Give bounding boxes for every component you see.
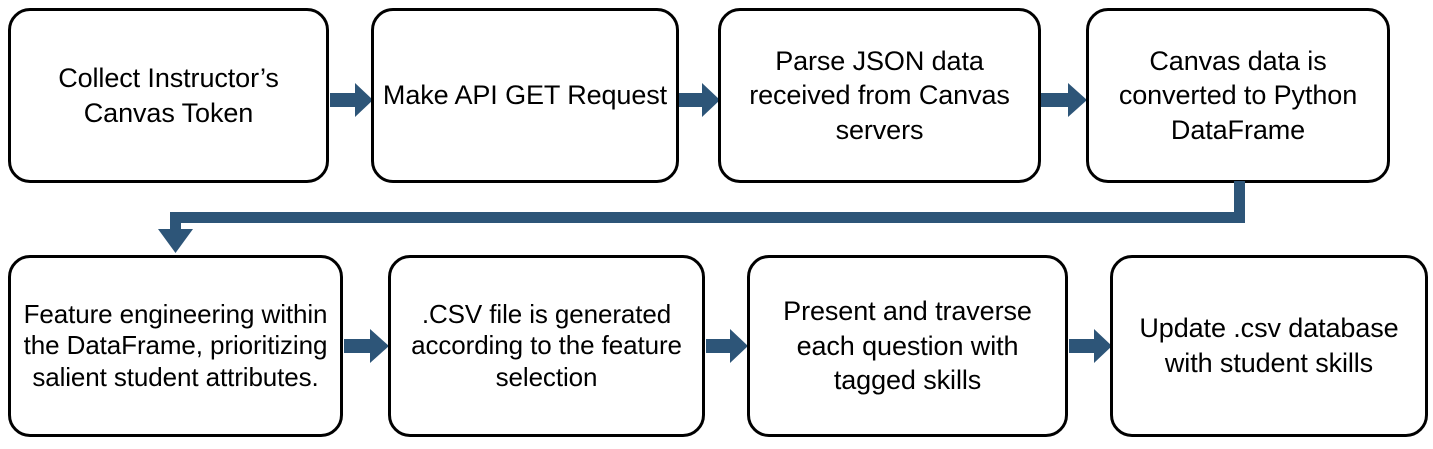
arrow-traverse-questions-to-update-csv	[1069, 329, 1112, 363]
node-parse-json[interactable]: Parse JSON data received from Canvas ser…	[718, 8, 1041, 183]
node-label: Canvas data is converted to Python DataF…	[1118, 45, 1358, 145]
arrow-api-get-to-parse-json	[679, 83, 720, 117]
node-csv-generated[interactable]: .CSV file is generated according to the …	[388, 255, 705, 437]
node-collect-token[interactable]: Collect Instructor’s Canvas Token	[8, 8, 329, 183]
node-feature-eng[interactable]: Feature engineering within the DataFrame…	[8, 255, 343, 437]
arrow-collect-token-to-api-get	[330, 83, 373, 117]
node-to-dataframe[interactable]: Canvas data is converted to Python DataF…	[1086, 8, 1390, 183]
arrow-parse-json-to-dataframe	[1041, 83, 1087, 117]
arrow-csv-generated-to-traverse-questions	[706, 329, 748, 363]
node-label: Feature engineering within the DataFrame…	[23, 299, 328, 392]
node-label: Make API GET Request	[382, 80, 668, 111]
node-label: Parse JSON data received from Canvas ser…	[749, 45, 1010, 145]
node-label: Present and traverse each question with …	[783, 296, 1032, 396]
node-label: Update .csv database with student skills	[1139, 313, 1399, 378]
arrow-feature-eng-to-csv-generated	[344, 329, 389, 363]
node-traverse-questions[interactable]: Present and traverse each question with …	[747, 255, 1068, 437]
node-label: .CSV file is generated according to the …	[411, 299, 682, 392]
node-update-csv[interactable]: Update .csv database with student skills	[1110, 255, 1428, 437]
node-api-get[interactable]: Make API GET Request	[371, 8, 679, 183]
node-label: Collect Instructor’s Canvas Token	[58, 62, 279, 128]
